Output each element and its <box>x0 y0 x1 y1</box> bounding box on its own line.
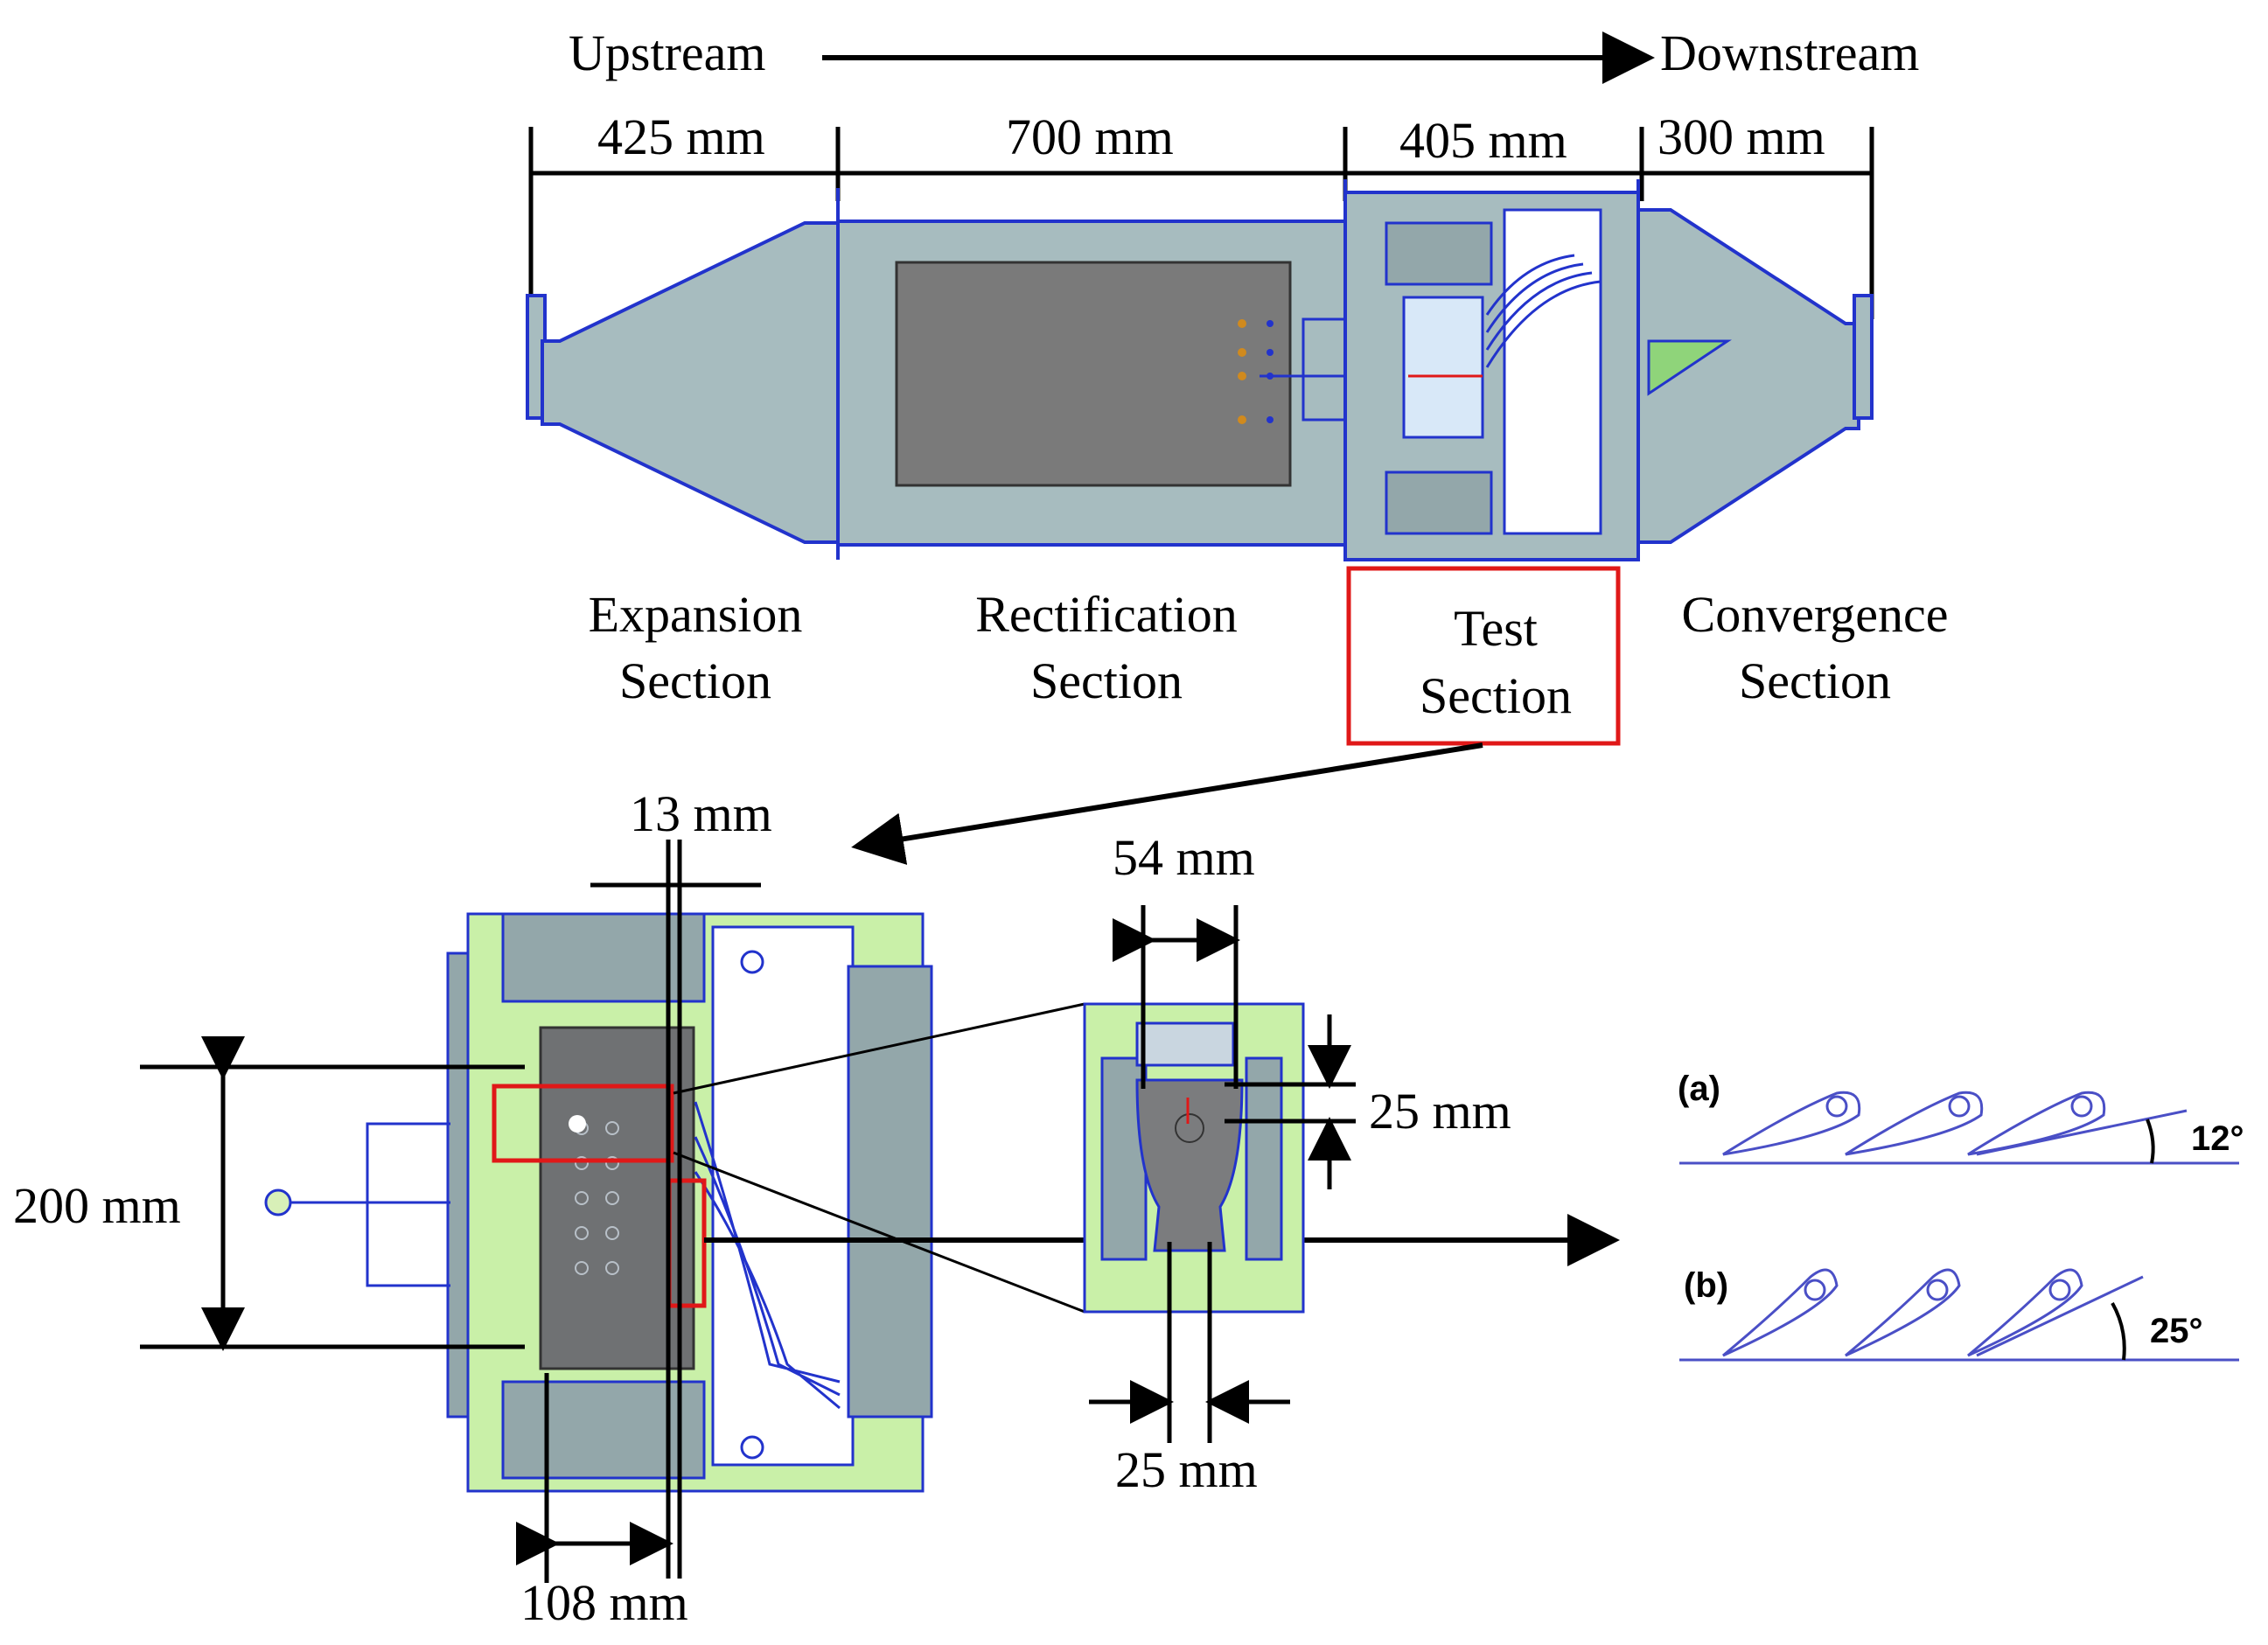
expansion-section <box>541 221 840 544</box>
thickness-dimension-label: 25 mm <box>1369 1083 1511 1140</box>
inset-b-label: (b) <box>1684 1266 1728 1305</box>
detail-highlight-upper <box>492 1084 674 1163</box>
vane-a-2-hole <box>1948 1095 1971 1118</box>
callout-line <box>673 1151 1085 1314</box>
inset-a-label: (a) <box>1678 1070 1720 1108</box>
inset-b-angle-line <box>1976 1275 2144 1357</box>
test-lower-block <box>1385 470 1493 535</box>
blade-cross-section <box>1083 1002 1305 1314</box>
downstream-label: Downstream <box>1660 24 1919 81</box>
blade-side-wall <box>1245 1056 1283 1261</box>
inset-a-angle-line <box>1976 1109 2188 1156</box>
detail-marker-dot <box>569 1115 586 1133</box>
rectification-window <box>895 261 1292 487</box>
callout-line <box>673 1002 1085 1095</box>
expansion-label-line1: Expansion <box>589 586 803 643</box>
gap-dimension-label: 13 mm <box>630 785 772 842</box>
vane-b-1 <box>1722 1268 1839 1357</box>
blade-profile <box>1135 1078 1244 1252</box>
test-section-detail <box>264 912 933 1493</box>
convergence-length-label: 300 mm <box>1657 108 1825 165</box>
probe-dots <box>1238 319 1274 424</box>
inset-a: (a) 12° <box>1678 1070 2244 1165</box>
convergence-label-line2: Section <box>1739 652 1891 709</box>
detail-right-wall <box>847 965 933 1418</box>
vane-a-3-hole <box>2070 1095 2093 1118</box>
vane-a-3 <box>1967 1091 2106 1156</box>
vane-b-1-hole <box>1804 1279 1826 1301</box>
expansion-length-label: 425 mm <box>597 108 765 165</box>
chord-dimension-label: 54 mm <box>1113 829 1255 886</box>
detail-holes <box>575 1121 619 1275</box>
vane-b-3-hole <box>2048 1279 2071 1301</box>
convergence-section <box>1636 208 1860 544</box>
inset-a-angle: 12° <box>2191 1119 2244 1158</box>
test-tubing <box>1485 254 1602 368</box>
test-section-highlight-box <box>1346 566 1621 746</box>
vane-b-3 <box>1967 1268 2083 1357</box>
test-label-line2: Section <box>1420 667 1572 724</box>
detail-bottom-clamp <box>501 1380 706 1480</box>
test-upper-block <box>1385 221 1493 286</box>
rectification-length-label: 700 mm <box>1006 108 1174 165</box>
inset-b: (b) 25° <box>1679 1266 2239 1362</box>
blade-dimensions: 54 mm 25 mm 25 mm <box>1089 829 1511 1498</box>
convergence-label-line1: Convergence <box>1682 586 1949 643</box>
inset-a-angle-arc <box>2146 1119 2155 1164</box>
tunnel-assembly <box>526 179 1874 561</box>
detail-manifold-inlet <box>264 1188 292 1216</box>
vane-b-2-hole <box>1926 1279 1949 1301</box>
detail-manifold <box>289 1122 450 1287</box>
detail-bolt <box>740 950 764 974</box>
expansion-label-line2: Section <box>619 652 771 709</box>
test-label-line1: Test <box>1454 600 1538 657</box>
rectification-label-line1: Rectification <box>975 586 1238 643</box>
convergence-cone <box>1647 339 1732 396</box>
section-labels: Expansion Section Rectification Section … <box>589 566 1949 746</box>
vane-a-1 <box>1722 1091 1861 1156</box>
detail-top-clamp <box>501 912 706 1003</box>
zoom-arrow <box>851 742 1483 865</box>
top-dimensions: 425 mm 700 mm 405 mm 300 mm <box>528 108 1874 319</box>
probe-tubing <box>1260 317 1347 422</box>
upstream-label: Upstream <box>569 24 766 81</box>
inset-b-angle: 25° <box>2150 1312 2203 1350</box>
inset-b-angle-arc <box>2111 1302 2126 1361</box>
blade-hole <box>1175 1113 1204 1143</box>
flow-direction: Upstream Downstream <box>569 24 1919 84</box>
vane-a-2 <box>1845 1091 1984 1156</box>
vane-b-2 <box>1845 1268 1961 1357</box>
vane-a-1-hole <box>1825 1095 1848 1118</box>
height-dimension-label: 200 mm <box>13 1177 181 1234</box>
test-cascade <box>1402 296 1484 439</box>
test-length-label: 405 mm <box>1399 112 1567 169</box>
length-dimension-label: 108 mm <box>520 1574 688 1631</box>
outlet-flange <box>1853 294 1874 420</box>
blade-top-fitting <box>1135 1021 1235 1067</box>
rectification-label-line2: Section <box>1030 652 1183 709</box>
detail-bolt <box>740 1435 764 1460</box>
test-exit-plate <box>1503 208 1602 535</box>
inlet-dimension-label: 25 mm <box>1115 1441 1258 1498</box>
detail-dimensions: 13 mm 200 mm 108 mm <box>13 785 772 1631</box>
